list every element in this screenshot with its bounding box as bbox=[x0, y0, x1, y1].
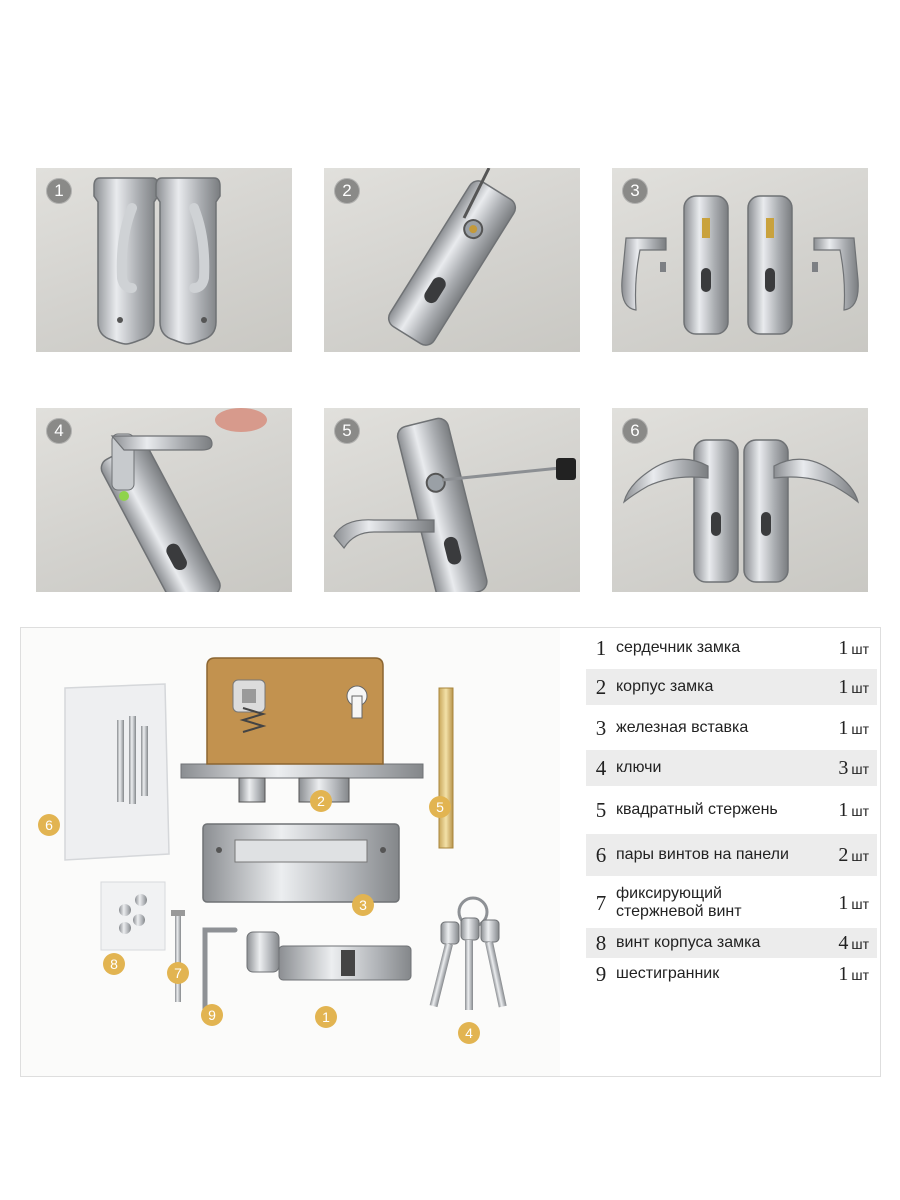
step-4-illustration bbox=[100, 408, 267, 592]
part-name: шестигранник bbox=[616, 965, 720, 982]
part-number: 5 bbox=[595, 797, 607, 822]
step-photo-5: 5 bbox=[324, 408, 580, 592]
part-qty-value: 2 bbox=[838, 843, 849, 866]
part-badge-1: 1 bbox=[315, 1006, 337, 1028]
part-name: сердечник замка bbox=[616, 639, 741, 656]
part-qty-value: 1 bbox=[838, 962, 849, 985]
step-number-badge: 4 bbox=[46, 418, 72, 444]
part-badge-8: 8 bbox=[103, 953, 125, 975]
parts-illustration bbox=[64, 657, 507, 1017]
part-qty-unit: шт bbox=[851, 679, 869, 696]
step-number-badge: 5 bbox=[334, 418, 360, 444]
part-name: пары винтов на панели bbox=[616, 846, 789, 863]
step-photo-4: 4 bbox=[36, 408, 292, 592]
parts-photo: 6 2 5 3 8 7 9 1 4 bbox=[20, 627, 561, 1077]
step-number-badge: 2 bbox=[334, 178, 360, 204]
part-qty-value: 1 bbox=[838, 675, 849, 698]
part-qty-value: 1 bbox=[838, 891, 849, 914]
step-number-badge: 6 bbox=[622, 418, 648, 444]
part-badge-4: 4 bbox=[458, 1022, 480, 1044]
part-number: 4 bbox=[595, 755, 607, 780]
part-number: 8 bbox=[595, 930, 607, 955]
part-name: винт корпуса замка bbox=[616, 934, 761, 951]
part-badge-5: 5 bbox=[429, 796, 451, 818]
part-badge-6: 6 bbox=[38, 814, 60, 836]
part-qty-unit: шт bbox=[851, 847, 869, 864]
part-name: ключи bbox=[616, 759, 662, 776]
step-photo-6: 6 bbox=[612, 408, 868, 592]
part-qty-value: 1 bbox=[838, 716, 849, 739]
part-badge-2: 2 bbox=[310, 790, 332, 812]
part-qty-value: 1 bbox=[838, 636, 849, 659]
part-number: 7 bbox=[595, 890, 607, 915]
part-number: 2 bbox=[595, 674, 607, 699]
part-name: железная вставка bbox=[616, 719, 749, 736]
part-qty-unit: шт bbox=[851, 802, 869, 819]
part-qty-unit: шт bbox=[851, 640, 869, 657]
step-6-illustration bbox=[622, 439, 860, 583]
part-qty-unit: шт bbox=[851, 966, 869, 983]
step-photo-2: 2 bbox=[324, 168, 580, 352]
part-qty-unit: шт bbox=[851, 935, 869, 952]
part-name: квадратный стержень bbox=[616, 801, 778, 818]
part-qty-value: 3 bbox=[838, 756, 849, 779]
step-number-badge: 3 bbox=[622, 178, 648, 204]
part-number: 6 bbox=[595, 842, 607, 867]
part-number: 1 bbox=[595, 635, 607, 660]
part-badge-9: 9 bbox=[201, 1004, 223, 1026]
step-5-illustration bbox=[333, 417, 576, 592]
part-qty-unit: шт bbox=[851, 760, 869, 777]
step-photo-1: 1 bbox=[36, 168, 292, 352]
step-number-badge: 1 bbox=[46, 178, 72, 204]
step-photo-3: 3 bbox=[612, 168, 868, 352]
part-name: корпус замка bbox=[616, 678, 714, 695]
part-badge-3: 3 bbox=[352, 894, 374, 916]
part-qty-unit: шт bbox=[851, 895, 869, 912]
step-3-illustration bbox=[621, 195, 859, 335]
part-qty-value: 4 bbox=[838, 931, 849, 954]
part-badge-7: 7 bbox=[167, 962, 189, 984]
part-qty-value: 1 bbox=[838, 798, 849, 821]
step-1-illustration bbox=[93, 177, 221, 345]
part-number: 3 bbox=[595, 715, 607, 740]
part-name: фиксирующий стержневой винт bbox=[616, 885, 742, 920]
part-number: 9 bbox=[595, 961, 607, 986]
part-qty-unit: шт bbox=[851, 720, 869, 737]
step-2-illustration bbox=[387, 168, 517, 346]
